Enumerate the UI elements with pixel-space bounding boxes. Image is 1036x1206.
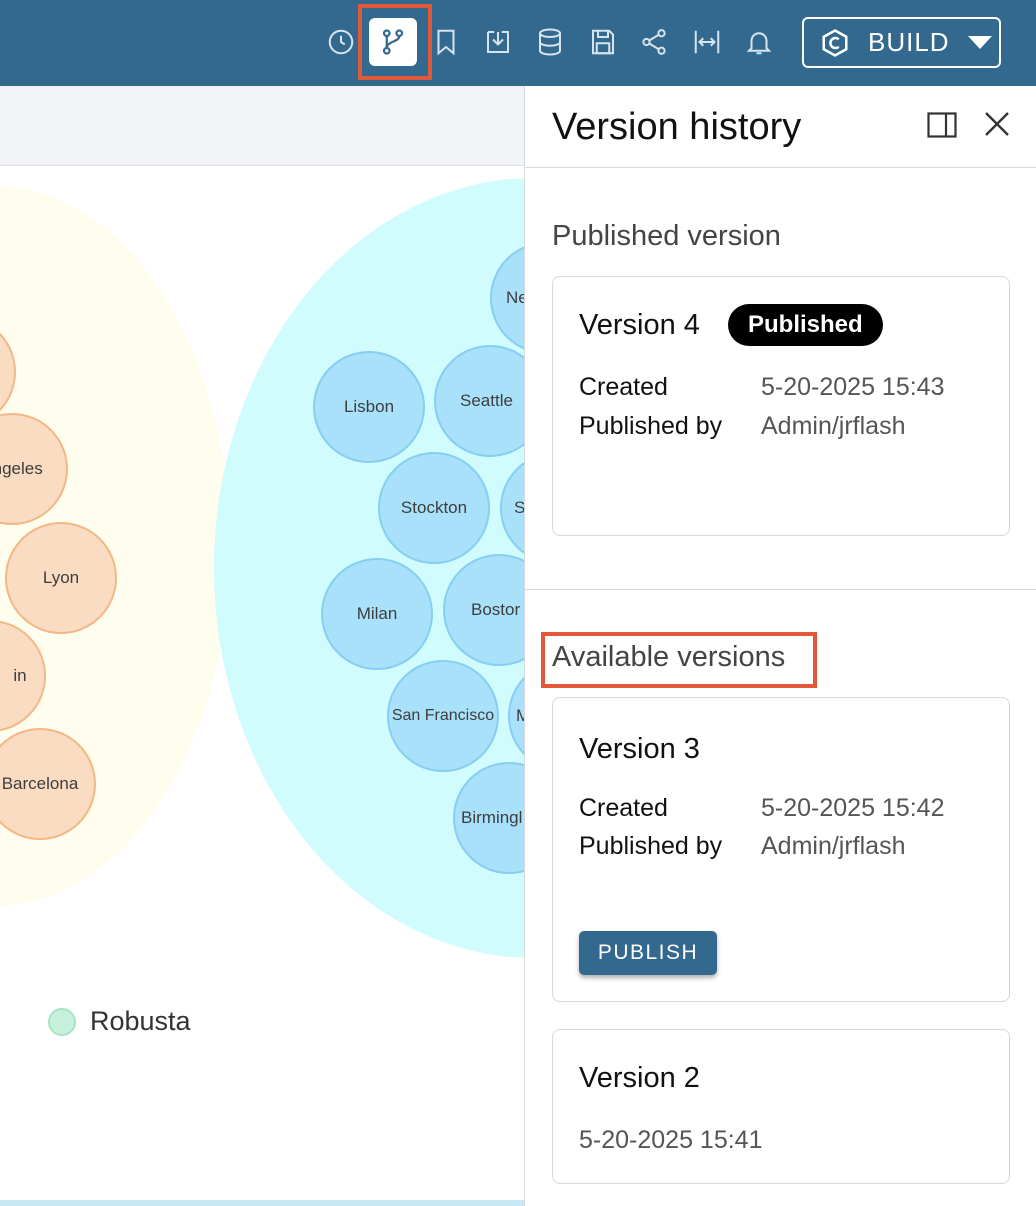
bubble-orange[interactable]: Lyon [5, 522, 117, 634]
legend-item[interactable]: Robusta [48, 1006, 191, 1037]
bubble-blue[interactable]: Stockton [378, 452, 490, 564]
version-branch-icon[interactable] [369, 18, 417, 66]
canvas-header [0, 86, 524, 166]
version-label: Version 4 [579, 309, 700, 341]
published-badge: Published [728, 304, 883, 346]
published-version-card[interactable]: Version 4 Published Created 5-20-2025 15… [552, 276, 1010, 536]
fit-width-icon[interactable] [687, 22, 727, 62]
visual-canvas: Angeles Lyon in Barcelona Ne Lisbon Seat… [0, 86, 524, 1206]
build-label: BUILD [868, 27, 950, 57]
version-history-panel: Version history Published version Versio… [524, 86, 1036, 1206]
database-icon[interactable] [530, 22, 570, 62]
chevron-down-icon [967, 36, 992, 49]
build-mode-button[interactable]: BUILD [802, 17, 1001, 68]
build-logo-icon [822, 28, 848, 57]
panel-header: Version history [525, 86, 1036, 168]
created-value: 5-20-2025 15:43 [761, 373, 945, 401]
version-label: Version 2 [579, 1062, 700, 1094]
available-section-highlight [541, 632, 817, 688]
published-section-title: Published version [552, 220, 781, 252]
bubble-orange[interactable]: Barcelona [0, 728, 96, 840]
canvas-footer [0, 1200, 524, 1206]
created-value: 5-20-2025 15:42 [761, 794, 945, 822]
save-icon[interactable] [583, 22, 623, 62]
bell-icon[interactable] [739, 22, 779, 62]
section-divider [525, 589, 1036, 590]
bubble-blue[interactable]: Milan [321, 558, 433, 670]
publish-button[interactable]: PUBLISH [579, 931, 717, 975]
version-card[interactable]: Version 3 Created 5-20-2025 15:42 Publis… [552, 697, 1010, 1002]
panel-title: Version history [552, 106, 802, 148]
version-card[interactable]: Version 2 5-20-2025 15:41 [552, 1029, 1010, 1184]
download-icon[interactable] [478, 22, 518, 62]
bookmark-icon[interactable] [426, 22, 466, 62]
published-by-value: Admin/jrflash [761, 412, 906, 440]
bubble-blue[interactable]: San Francisco [387, 660, 499, 772]
created-label: Created [579, 373, 668, 401]
share-icon[interactable] [634, 22, 674, 62]
published-by-label: Published by [579, 832, 723, 860]
bubble-blue[interactable]: Seattle [434, 345, 524, 457]
version-label: Version 3 [579, 733, 700, 765]
published-by-value: Admin/jrflash [761, 832, 906, 860]
active-tool-highlight [358, 4, 432, 80]
legend-label: Robusta [90, 1006, 191, 1036]
created-label: Created [579, 794, 668, 822]
top-toolbar: BUILD [0, 0, 1036, 86]
close-icon[interactable] [983, 110, 1011, 138]
bubble-blue[interactable]: Bostor [443, 554, 524, 666]
legend-swatch [48, 1007, 76, 1036]
version-date: 5-20-2025 15:41 [579, 1126, 763, 1154]
clock-icon[interactable] [321, 22, 361, 62]
dock-panel-icon[interactable] [927, 112, 957, 138]
available-section-title: Available versions [552, 641, 786, 673]
bubble-blue[interactable]: Lisbon [313, 351, 425, 463]
published-by-label: Published by [579, 412, 723, 440]
